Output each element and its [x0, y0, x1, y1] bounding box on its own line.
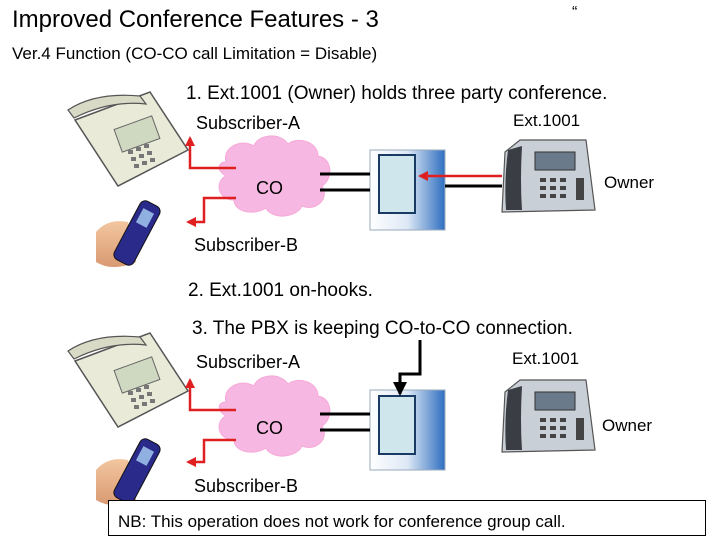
co-label-1: CO — [256, 178, 283, 198]
note-box — [108, 500, 706, 536]
pbx-box — [369, 149, 446, 231]
red-connection-b — [186, 438, 236, 467]
page-subtitle: Ver.4 Function (CO-CO call Limitation = … — [12, 44, 378, 63]
owner-phone-icon — [501, 379, 596, 453]
pbx-keeping-arrow — [393, 340, 422, 396]
subscriber-b-label-3: Subscriber-B — [194, 476, 299, 496]
co-cloud — [218, 375, 331, 457]
step-2-text: 2. Ext.1001 on-hooks. — [188, 280, 373, 301]
owner-phone-icon — [501, 139, 596, 213]
co-label-3: CO — [256, 418, 283, 438]
subscriber-b-label-1: Subscriber-B — [194, 235, 299, 255]
mobile-phone-b-icon — [96, 200, 161, 267]
note-text: NB: This operation does not work for con… — [118, 512, 566, 531]
step-1-text: 1. Ext.1001 (Owner) holds three party co… — [186, 83, 608, 104]
desk-phone-a-icon — [67, 332, 190, 428]
desk-phone-a-icon — [67, 91, 190, 187]
red-connection-b — [186, 196, 236, 227]
subscriber-a-label-3: Subscriber-A — [196, 352, 301, 372]
co-cloud — [218, 135, 331, 217]
page-title: Improved Conference Features - 3 — [12, 6, 379, 33]
pbx-box — [369, 389, 446, 471]
quote-mark: “ — [572, 4, 578, 21]
owner-label-3: Owner — [602, 416, 653, 435]
owner-label-1: Owner — [604, 173, 655, 192]
scenario-1-diagram — [67, 91, 596, 267]
subscriber-a-label-1: Subscriber-A — [196, 113, 301, 133]
red-connection-a — [185, 136, 236, 170]
red-connection-a — [185, 378, 236, 412]
ext-label-3: Ext.1001 — [512, 349, 580, 368]
ext-label-1: Ext.1001 — [513, 111, 581, 130]
scenario-3-diagram — [67, 332, 596, 505]
step-3-text: 3. The PBX is keeping CO-to-CO connectio… — [192, 318, 573, 339]
mobile-phone-b-icon — [96, 438, 161, 505]
